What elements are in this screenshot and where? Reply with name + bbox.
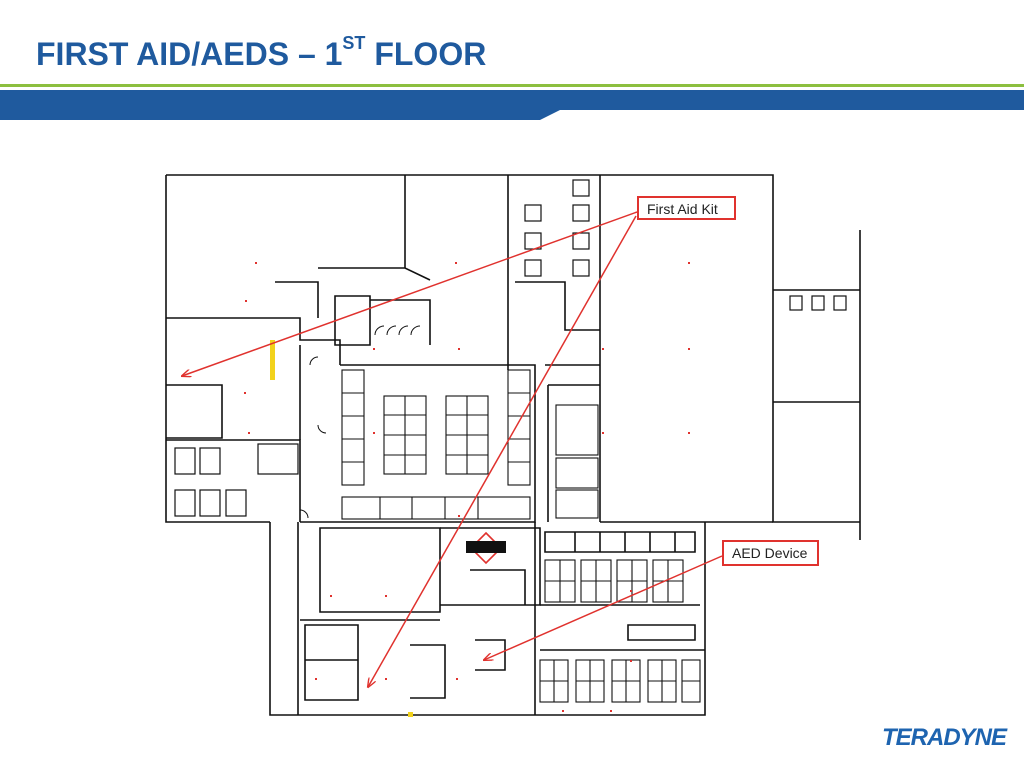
header-bars	[0, 84, 1024, 120]
arrow-aed-device	[484, 555, 723, 660]
aed-device-label: AED Device	[732, 545, 808, 561]
location-dots	[244, 262, 690, 712]
exit-marker	[408, 712, 413, 717]
corridor-highlight	[270, 340, 275, 380]
first-aid-kit-callout: First Aid Kit	[637, 196, 736, 220]
teradyne-logo-text: TERADYNE	[881, 724, 1007, 751]
slide-title: FIRST AID/AEDS – 1ST FLOOR	[36, 33, 487, 73]
callout-arrows	[182, 211, 723, 687]
header-green-line	[0, 84, 1024, 87]
stair-symbol	[466, 531, 506, 565]
first-aid-kit-label: First Aid Kit	[647, 201, 718, 217]
teradyne-logo: TERADYNE	[878, 724, 1007, 752]
arrow-first-aid-kit-to-lower-room	[368, 215, 637, 687]
slide-title-superscript: ST	[342, 33, 366, 53]
door-arcs	[299, 325, 421, 519]
upper-workstations	[341, 369, 599, 520]
header-blue-notch	[0, 110, 560, 120]
header-blue-bar	[0, 90, 1024, 110]
outer-walls	[165, 174, 861, 716]
small-rooms	[174, 179, 847, 517]
slide-title-tail: FLOOR	[365, 36, 487, 72]
arrow-first-aid-kit-to-west-room	[182, 211, 638, 376]
lower-workstations	[539, 559, 701, 703]
slide-title-main: FIRST AID/AEDS – 1	[36, 36, 343, 72]
aed-device-callout: AED Device	[722, 540, 819, 566]
